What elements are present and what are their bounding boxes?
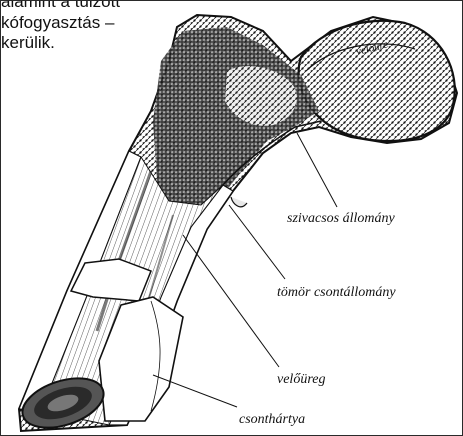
- label-compact-bone: tömör csontállomány: [277, 285, 396, 301]
- label-periosteum: csonthártya: [239, 412, 305, 428]
- intro-line-1: alamint a túlzott: [1, 0, 161, 13]
- leader-marrow: [183, 235, 279, 367]
- label-spongy-bone: szivacsos állomány: [287, 211, 395, 227]
- label-medullary-cavity: velőüreg: [277, 372, 325, 388]
- intro-line-3: kerülik.: [1, 33, 161, 54]
- leader-compact: [229, 205, 285, 279]
- leader-spongy: [297, 133, 337, 207]
- intro-line-2: kófogyasztás –: [1, 13, 161, 34]
- intro-text: alamint a túlzott kófogyasztás – kerülik…: [1, 1, 161, 54]
